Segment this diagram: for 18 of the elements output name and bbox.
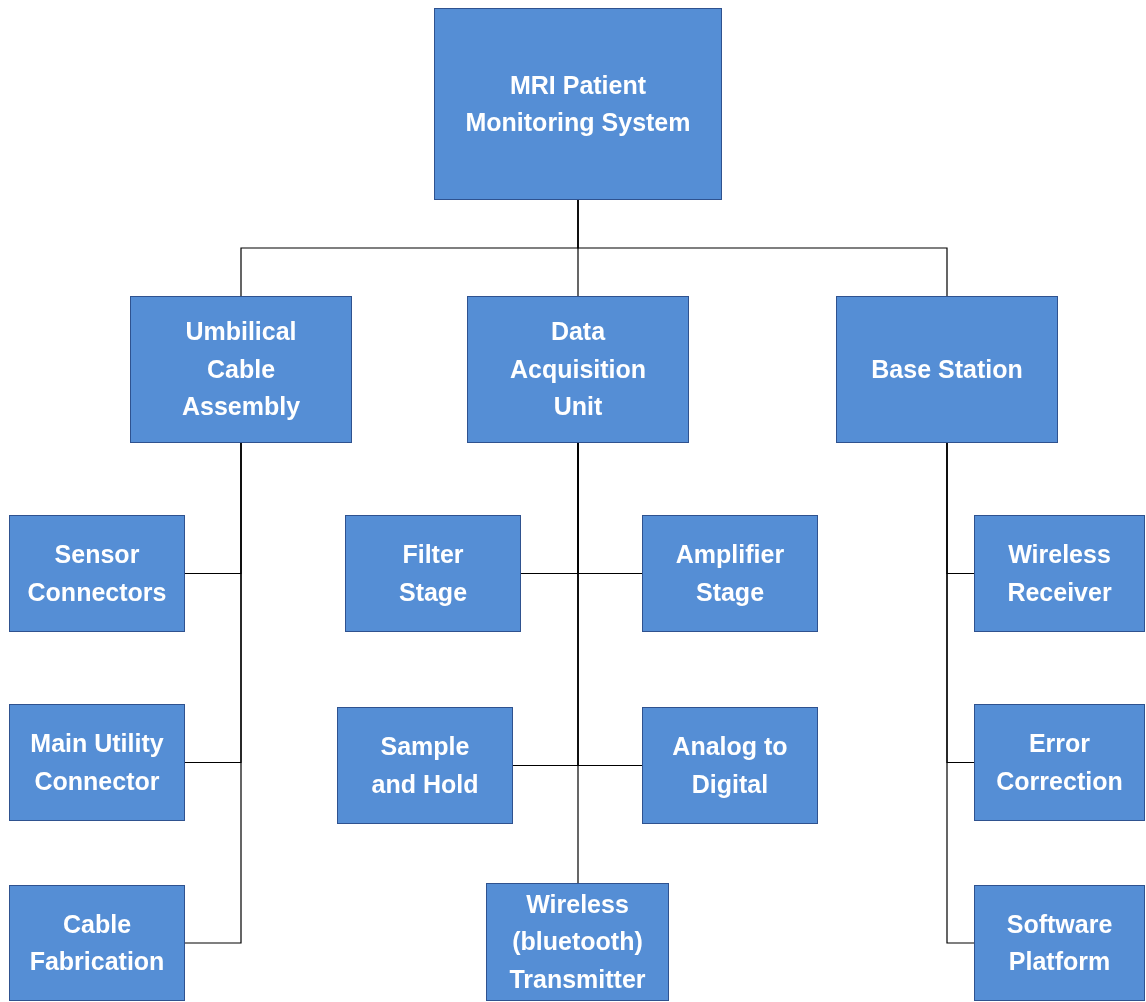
component-box: Cable Fabrication bbox=[9, 885, 185, 1001]
component-box: Wireless (bluetooth) Transmitter bbox=[486, 883, 669, 1001]
component-box: MRI Patient Monitoring System bbox=[434, 8, 722, 200]
component-box: Main Utility Connector bbox=[9, 704, 185, 821]
component-box: Analog to Digital bbox=[642, 707, 818, 824]
connector-line bbox=[184, 442, 242, 944]
component-box: Sample and Hold bbox=[337, 707, 513, 824]
component-box: Amplifier Stage bbox=[642, 515, 818, 632]
component-box: Error Correction bbox=[974, 704, 1145, 821]
component-box: Sensor Connectors bbox=[9, 515, 185, 632]
component-box: Software Platform bbox=[974, 885, 1145, 1001]
component-box: Filter Stage bbox=[345, 515, 521, 632]
connector-line bbox=[946, 442, 975, 944]
component-box: Data Acquisition Unit bbox=[467, 296, 689, 443]
connector-line bbox=[577, 199, 948, 297]
component-box: Umbilical Cable Assembly bbox=[130, 296, 352, 443]
component-box: Wireless Receiver bbox=[974, 515, 1145, 632]
component-box: Base Station bbox=[836, 296, 1058, 443]
